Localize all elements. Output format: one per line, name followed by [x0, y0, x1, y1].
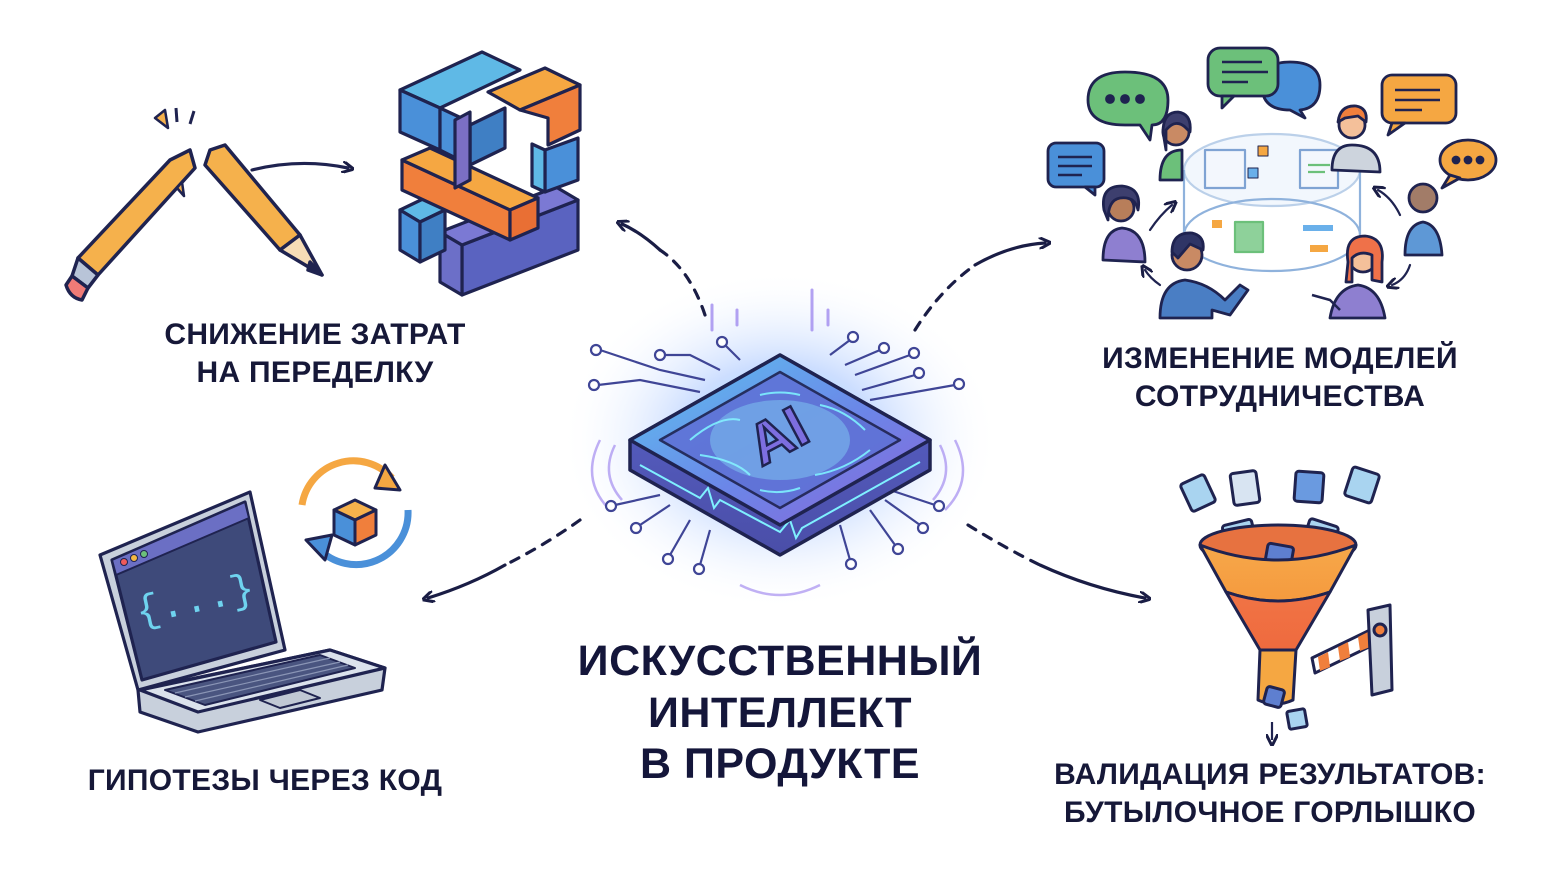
speech-bubble-icon	[1046, 141, 1106, 197]
connector-arrows	[428, 224, 1145, 598]
person-icon	[1158, 110, 1192, 182]
speech-bubble-icon	[1380, 73, 1458, 137]
label-line: ГИПОТЕЗЫ ЧЕРЕЗ КОД	[87, 764, 443, 797]
person-icon	[1158, 231, 1250, 320]
speech-bubble-icon	[1086, 70, 1170, 142]
person-icon	[1311, 234, 1387, 320]
cycle-box-icon	[298, 457, 412, 569]
ai-chip-icon: AI	[560, 270, 1000, 610]
title-line: ИНТЕЛЛЕКТ	[647, 688, 912, 737]
title-line: ИСКУССТВЕННЫЙ	[577, 637, 983, 685]
laptop-icon: {...}	[98, 490, 387, 734]
3d-blocks-icon	[398, 50, 582, 297]
label-line: НА ПЕРЕДЕЛКУ	[196, 355, 434, 389]
person-icon	[1101, 184, 1147, 264]
person-icon	[1330, 104, 1382, 174]
title-line: В ПРОДУКТЕ	[639, 740, 921, 789]
broken-pencil-icon	[64, 107, 348, 302]
center-title: ИСКУССТВЕННЫЙ ИНТЕЛЛЕКТ В ПРОДУКТЕ	[540, 636, 1020, 791]
label-line: СОТРУДНИЧЕСТВА	[1134, 379, 1426, 413]
node-label-collaboration-models: ИЗМЕНЕНИЕ МОДЕЛЕЙ СОТРУДНИЧЕСТВА	[1070, 340, 1490, 415]
label-line: ИЗМЕНЕНИЕ МОДЕЛЕЙ	[1102, 342, 1458, 375]
node-label-validation-bottleneck: ВАЛИДАЦИЯ РЕЗУЛЬТАТОВ: БУТЫЛОЧНОЕ ГОРЛЫШ…	[1025, 756, 1515, 831]
node-label-hypotheses-code: ГИПОТЕЗЫ ЧЕРЕЗ КОД	[60, 762, 470, 800]
node-label-rework-cost: СНИЖЕНИЕ ЗАТРАТ НА ПЕРЕДЕЛКУ	[120, 316, 510, 391]
speech-bubble-icon	[1206, 46, 1322, 120]
label-line: ВАЛИДАЦИЯ РЕЗУЛЬТАТОВ:	[1054, 758, 1486, 791]
label-line: БУТЫЛОЧНОЕ ГОРЛЫШКО	[1064, 795, 1476, 829]
speech-bubble-icon	[1438, 138, 1498, 190]
funnel-icon	[1179, 465, 1394, 740]
person-icon	[1403, 182, 1444, 257]
label-line: СНИЖЕНИЕ ЗАТРАТ	[164, 318, 466, 351]
collaboration-icon	[1046, 46, 1498, 320]
